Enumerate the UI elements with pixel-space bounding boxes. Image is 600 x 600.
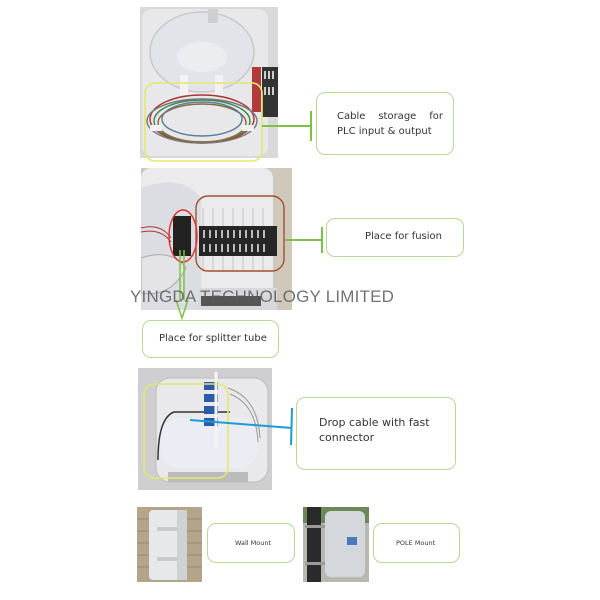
connector-drop-cable bbox=[189, 419, 293, 429]
fusion-tray-image bbox=[141, 168, 292, 310]
callout-cable-storage: Cable storage for PLC input & output bbox=[316, 92, 454, 155]
caption-pole-mount: POLE Mount bbox=[396, 539, 436, 547]
highlight-splitter bbox=[168, 209, 198, 263]
caption-splitter: Place for splitter tube bbox=[159, 333, 267, 344]
callout-wall-mount: Wall Mount bbox=[207, 523, 295, 563]
callout-drop-cable: Drop cable with fast connector bbox=[296, 397, 456, 470]
caption-fusion: Place for fusion bbox=[365, 231, 442, 242]
photo-pole-mount bbox=[303, 507, 369, 582]
wall-mount-image bbox=[137, 507, 202, 582]
caption-wall-mount: Wall Mount bbox=[235, 539, 272, 547]
callout-splitter: Place for splitter tube bbox=[142, 320, 279, 358]
callout-fusion: Place for fusion bbox=[326, 218, 464, 257]
pole-mount-image bbox=[303, 507, 369, 582]
caption-drop-cable: Drop cable with fast connector bbox=[319, 416, 430, 444]
highlight-cable-storage bbox=[144, 82, 263, 162]
highlight-drop-cable bbox=[143, 383, 229, 479]
caption-cable-storage: Cable storage for PLC input & output bbox=[337, 111, 443, 137]
watermark-text: YINGDA TECHNOLOGY LIMITED bbox=[130, 287, 395, 306]
connector-tick-drop-cable bbox=[290, 407, 293, 446]
photo-wall-mount bbox=[137, 507, 202, 582]
arrow-head-splitter-icon bbox=[175, 299, 189, 321]
photo-fusion-area bbox=[141, 168, 292, 310]
callout-pole-mount: POLE Mount bbox=[373, 523, 460, 563]
highlight-fusion bbox=[195, 195, 285, 272]
